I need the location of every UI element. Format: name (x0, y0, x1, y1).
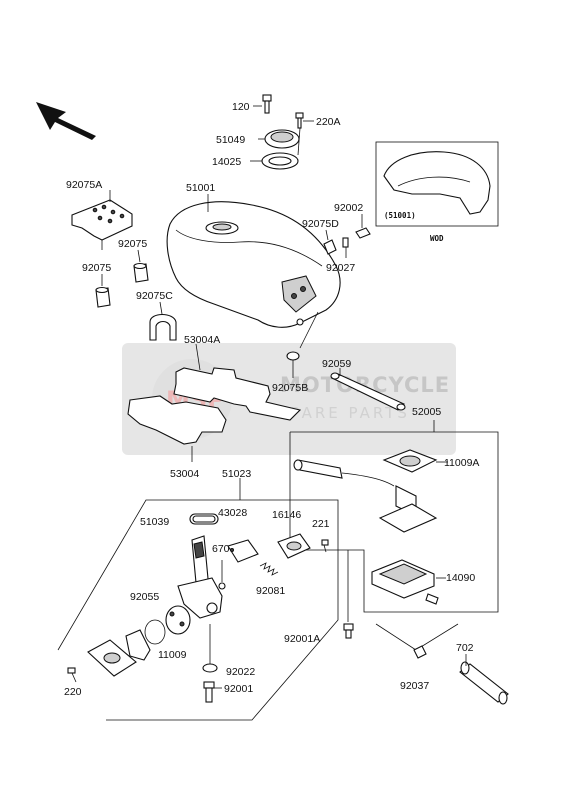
part-labels: 120 220A 51049 14025 51001 92075A 92075 … (64, 101, 479, 698)
label-92075D: 92075D (302, 218, 339, 230)
label-16146: 16146 (272, 509, 301, 521)
label-92075C: 92075C (136, 290, 173, 302)
label-43028: 43028 (218, 507, 247, 519)
label-92002: 92002 (334, 202, 363, 214)
label-92075-upper: 92075 (118, 238, 147, 250)
label-51001: 51001 (186, 182, 215, 194)
tank-pads (127, 343, 302, 462)
fuel-hose (330, 368, 406, 411)
label-92027: 92027 (326, 262, 355, 274)
label-53004: 53004 (170, 468, 199, 480)
filler-cap-assembly (250, 94, 314, 170)
label-14025: 14025 (212, 156, 241, 168)
label-51039: 51039 (140, 516, 169, 528)
label-670: 670 (212, 543, 230, 555)
fuel-cock-assembly (57, 478, 339, 721)
lower-right-parts (343, 550, 509, 705)
label-92075-lower: 92075 (82, 262, 111, 274)
tank-mount-small-parts (286, 214, 371, 378)
label-220: 220 (64, 686, 82, 698)
label-92075B: 92075B (272, 382, 308, 394)
label-120: 120 (232, 101, 250, 113)
inset-variant-label: WOD (430, 234, 444, 243)
label-92001: 92001 (224, 683, 253, 695)
label-92055: 92055 (130, 591, 159, 603)
label-51049: 51049 (216, 134, 245, 146)
label-11009: 11009 (158, 649, 187, 661)
label-92022: 92022 (226, 666, 255, 678)
label-52005: 52005 (412, 406, 441, 418)
variant-inset: (51001) WOD (375, 141, 499, 243)
label-51023: 51023 (222, 468, 251, 480)
label-92075A: 92075A (66, 179, 102, 191)
inset-ref-label: (51001) (384, 211, 416, 220)
label-92059: 92059 (322, 358, 351, 370)
label-92081: 92081 (256, 585, 285, 597)
label-92001A: 92001A (284, 633, 320, 645)
fuel-pump-assembly (289, 420, 499, 613)
label-702: 702 (456, 642, 474, 654)
label-220A: 220A (316, 116, 341, 128)
front-direction-arrow-icon (36, 102, 96, 140)
fuel-tank (166, 194, 341, 328)
label-14090: 14090 (446, 572, 475, 584)
watermark-line-2: SPARE PARTS (278, 404, 410, 422)
label-53004A: 53004A (184, 334, 220, 346)
label-11009A: 11009A (444, 457, 479, 469)
label-221: 221 (312, 518, 330, 530)
label-92037: 92037 (400, 680, 429, 692)
tank-bracket-parts (71, 190, 177, 341)
